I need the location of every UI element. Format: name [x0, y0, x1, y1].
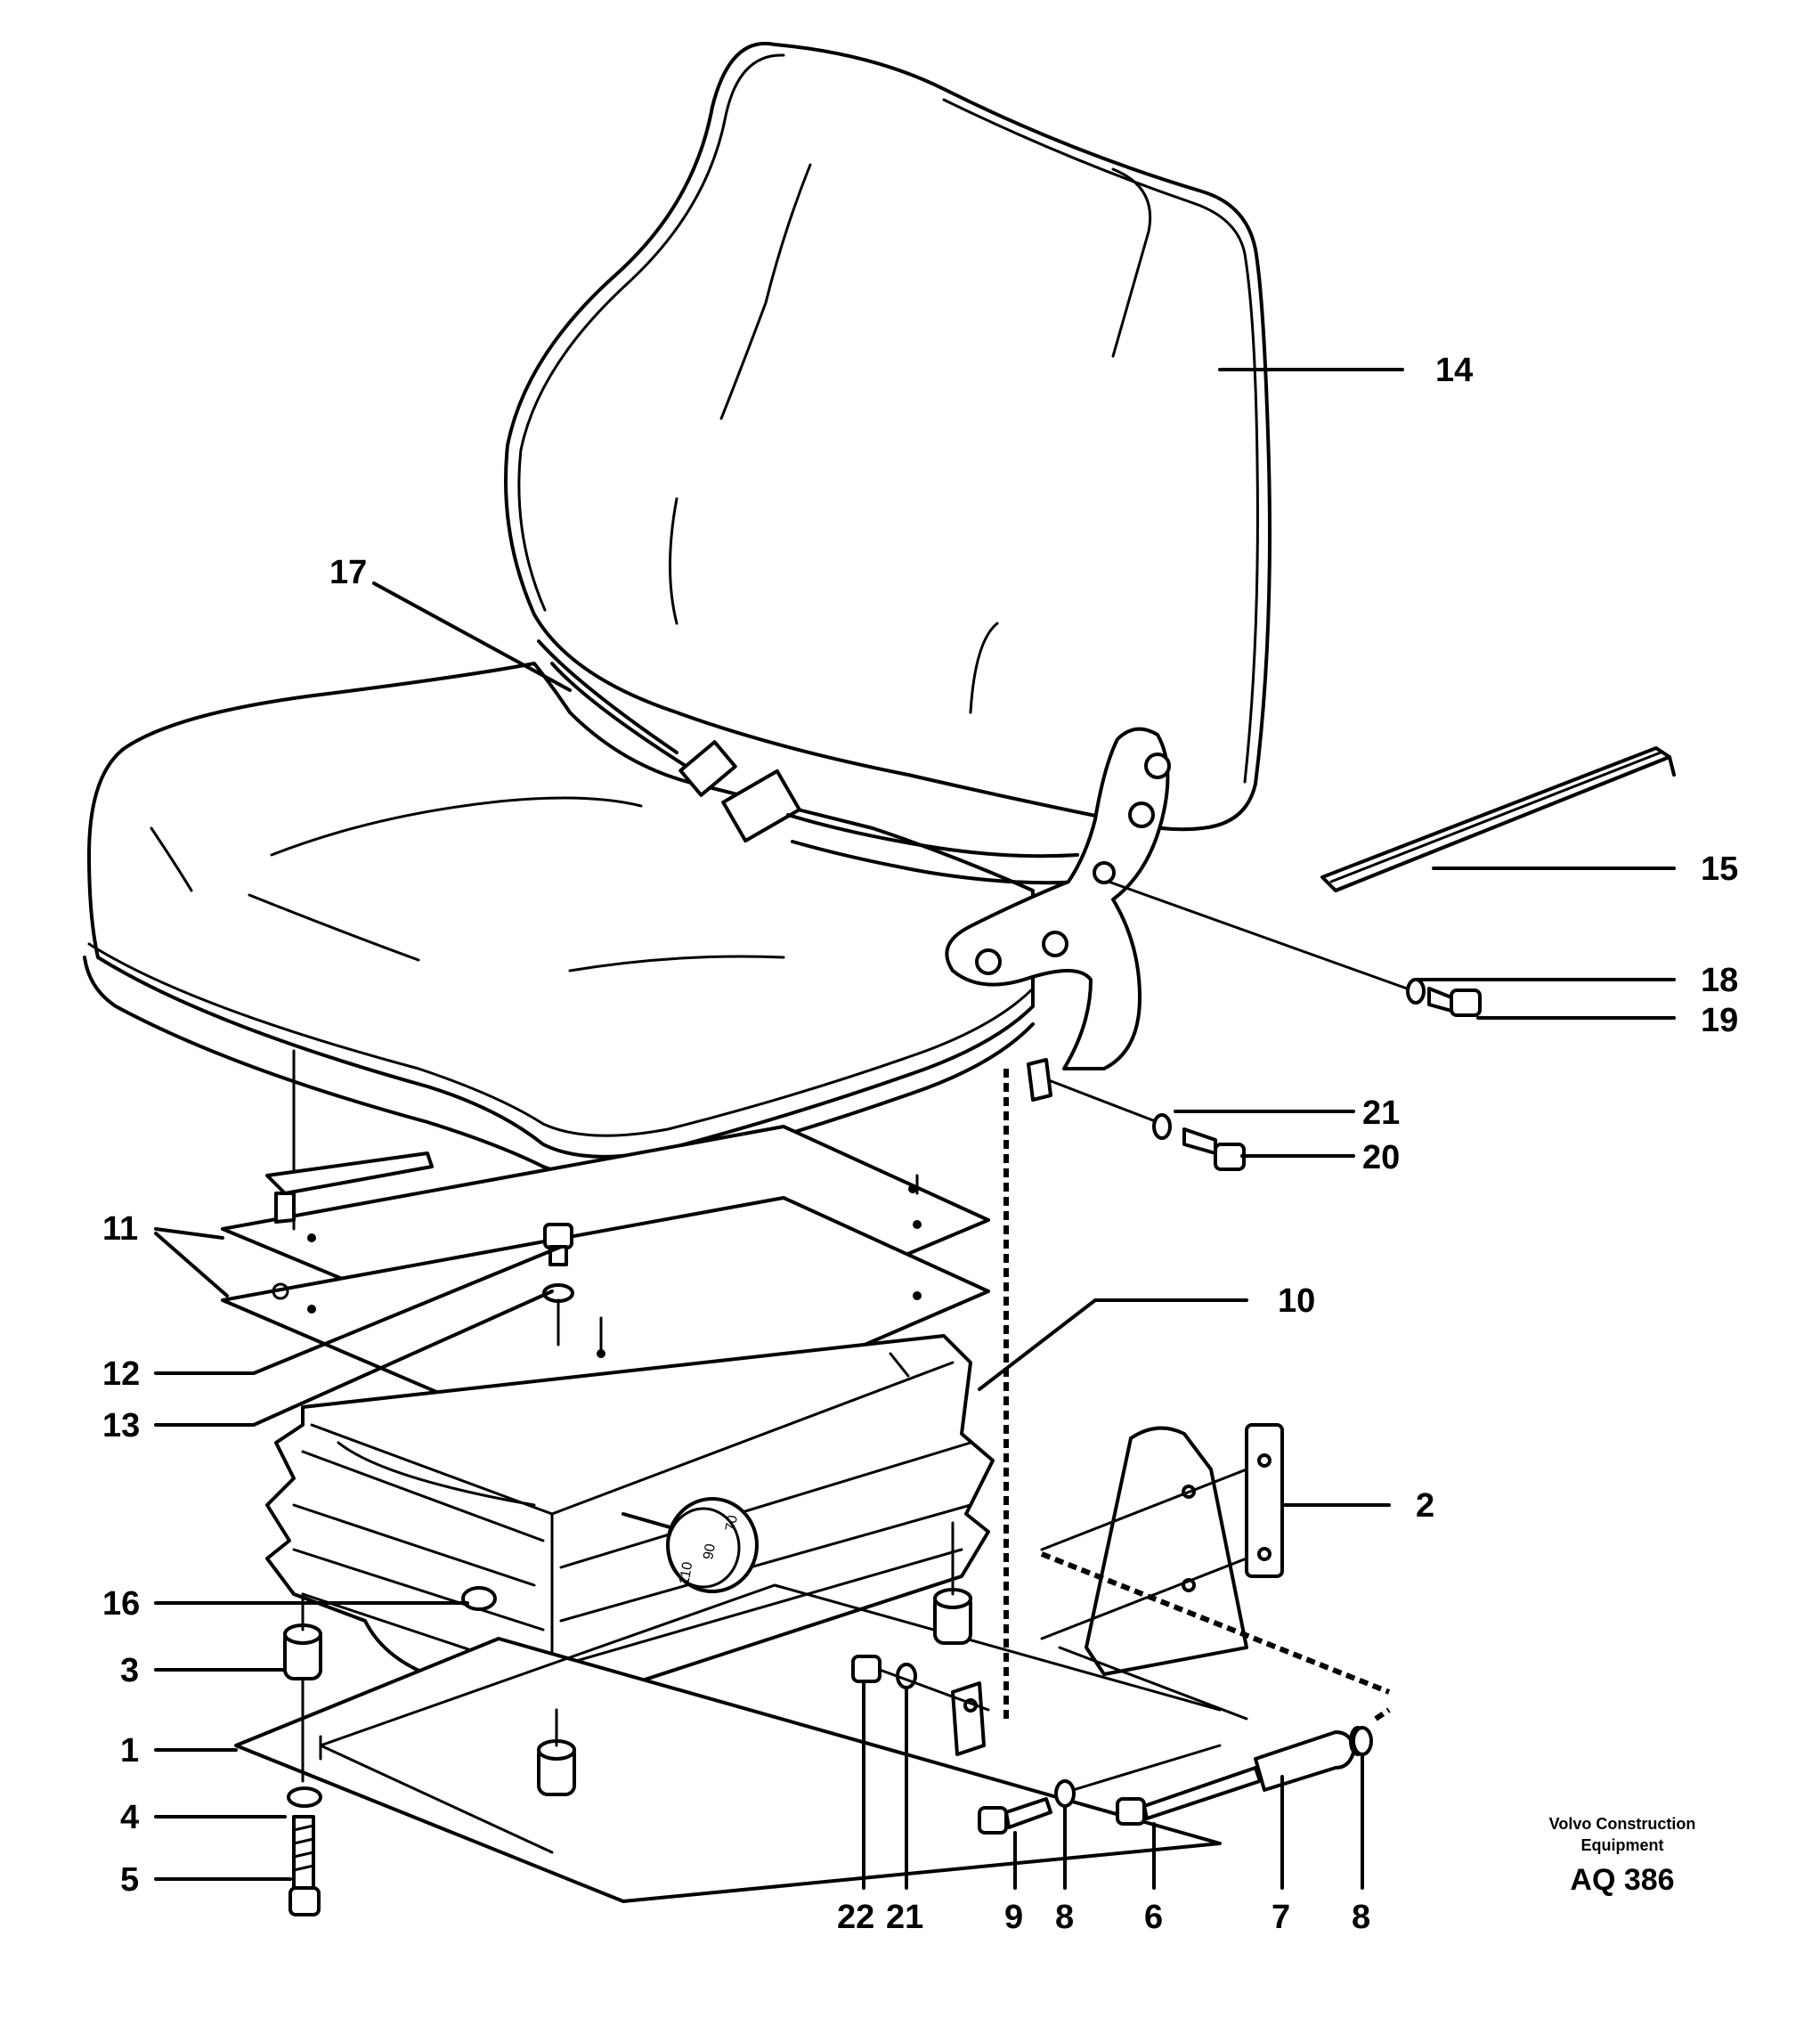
- side-bracket: [951, 1058, 1052, 1756]
- slide-rail: [1320, 746, 1676, 892]
- callout-8-right: 8: [1352, 1899, 1370, 1936]
- bolt-9-washer-8: [978, 1744, 1222, 1835]
- bolt-19: [1107, 880, 1482, 1017]
- callout-9: 9: [1004, 1899, 1023, 1936]
- knob-mark-70: 70: [723, 1514, 741, 1533]
- seat-belt: [537, 639, 1084, 885]
- callout-20: 20: [1362, 1139, 1400, 1176]
- base-plate: [234, 1583, 1222, 1903]
- callout-4: 4: [120, 1799, 139, 1836]
- callout-15: 15: [1701, 850, 1738, 888]
- callout-17: 17: [329, 554, 367, 591]
- knob-mark-110: 110: [677, 1561, 695, 1586]
- callout-1: 1: [120, 1732, 139, 1770]
- callout-14: 14: [1435, 352, 1473, 389]
- callout-22: 22: [837, 1899, 874, 1936]
- credit-block: Volvo Construction Equipment AQ 386: [1549, 1815, 1696, 1897]
- seat-backrest: [504, 41, 1272, 832]
- callout-8-left: 8: [1055, 1899, 1074, 1936]
- callout-2: 2: [1416, 1487, 1434, 1525]
- callout-18: 18: [1701, 962, 1738, 999]
- callout-7: 7: [1272, 1899, 1290, 1936]
- under-seat-rail: [265, 1151, 434, 1224]
- washer-4-bolt-5: [287, 1677, 322, 1916]
- callout-21-lower: 21: [886, 1899, 923, 1936]
- bolt-20: [1040, 1076, 1246, 1171]
- suspension-unit: 110 90 70: [265, 1334, 995, 1712]
- mounting-bracket-2: [1040, 1423, 1391, 1721]
- callout-11: 11: [102, 1210, 138, 1248]
- drawing-code: AQ 386: [1570, 1863, 1674, 1897]
- callout-12: 12: [102, 1355, 140, 1393]
- bolt-6-sleeve-7: [1116, 1707, 1391, 1826]
- callout-21-upper: 21: [1362, 1094, 1400, 1132]
- seat-cushion: [83, 662, 1035, 1178]
- callout-19: 19: [1701, 1002, 1738, 1039]
- callout-3: 3: [120, 1652, 139, 1689]
- callout-10: 10: [1278, 1282, 1315, 1320]
- knob-mark-90: 90: [701, 1542, 719, 1561]
- rubber-mounts: [283, 1521, 972, 1796]
- credit-line-2: Equipment: [1581, 1836, 1664, 1854]
- hinge-bracket: [945, 727, 1171, 1070]
- fasteners-22-21: [851, 1655, 990, 1712]
- callout-6: 6: [1144, 1899, 1163, 1936]
- leader-lines: [154, 368, 1676, 1890]
- callout-16: 16: [102, 1585, 140, 1623]
- callout-13: 13: [102, 1407, 140, 1444]
- credit-line-1: Volvo Construction: [1549, 1815, 1696, 1833]
- callout-labels: 14 17 15 18 19 21 20 11 10 12 13 2 16 3 …: [102, 352, 1738, 1936]
- callout-5: 5: [120, 1861, 139, 1899]
